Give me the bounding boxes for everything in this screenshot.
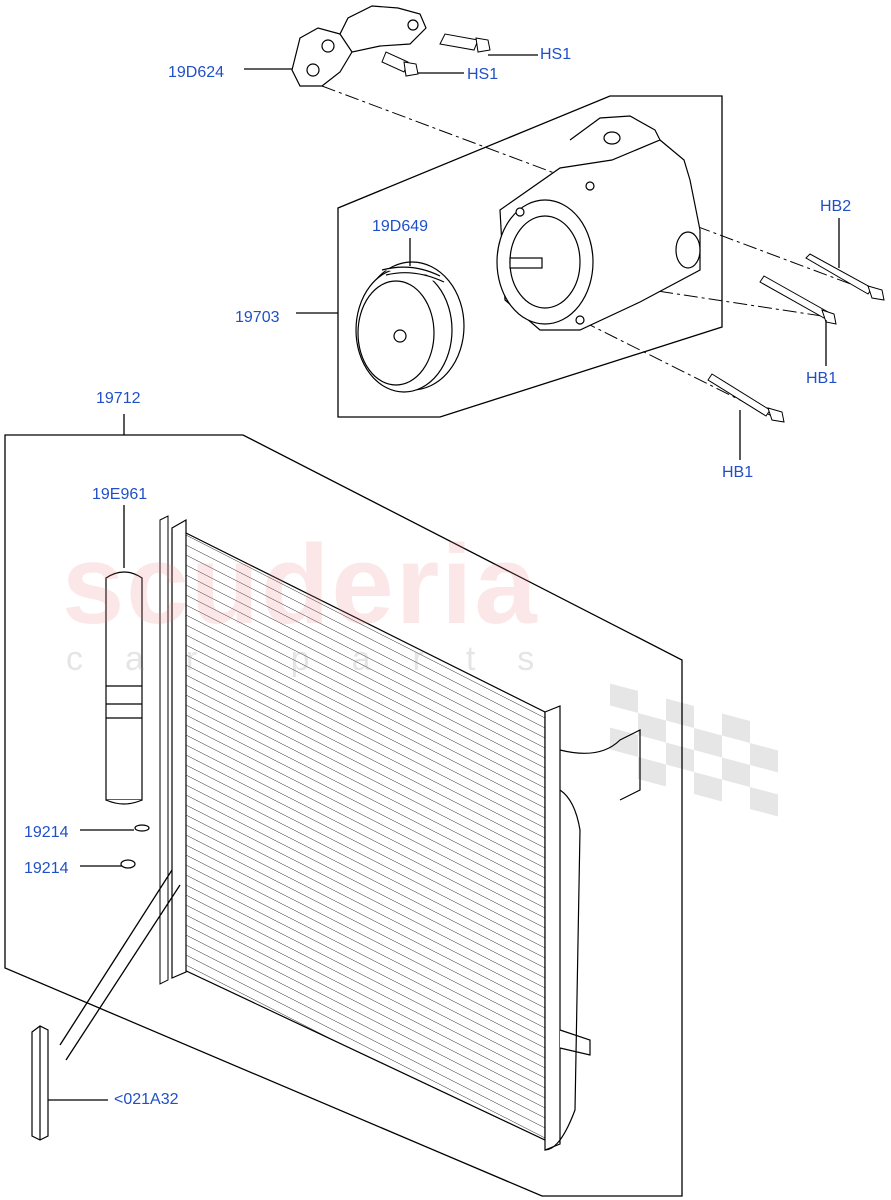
o-ring-lower[interactable] [120, 859, 136, 869]
callout-19214-lower[interactable]: 19214 [24, 860, 69, 877]
flag-watermark-icon [610, 683, 778, 817]
callout-19712[interactable]: 19712 [96, 390, 141, 407]
callout-hs1-lower[interactable]: HS1 [467, 66, 499, 83]
callout-hb2[interactable]: HB2 [820, 198, 852, 215]
callout-hb1-lower[interactable]: HB1 [722, 464, 754, 481]
screw-hs1-upper[interactable] [439, 33, 491, 53]
leader-lines [48, 54, 840, 1101]
brand-watermark: scuderia [62, 522, 539, 647]
bolt-hb1-upper[interactable] [759, 275, 837, 325]
seal-strip[interactable] [31, 1025, 49, 1141]
compressor-group-frame [337, 95, 723, 418]
compressor-pulley[interactable] [355, 261, 465, 393]
bolt-hb1-lower[interactable] [707, 373, 785, 423]
callout-hs1-upper[interactable]: HS1 [540, 46, 572, 63]
callout-19d624[interactable]: 19D624 [168, 64, 225, 81]
ac-compressor[interactable] [496, 115, 701, 331]
condenser[interactable] [159, 515, 641, 1151]
brand-sub-watermark: car parts [66, 640, 577, 678]
receiver-drier[interactable] [105, 571, 143, 805]
callout-19214-upper[interactable]: 19214 [24, 824, 69, 841]
callout-19703[interactable]: 19703 [235, 309, 280, 326]
compressor-bracket[interactable] [291, 5, 427, 87]
o-ring-upper[interactable] [134, 824, 150, 832]
screw-hs1-lower[interactable] [381, 51, 419, 77]
callout-021a32[interactable]: <021A32 [114, 1091, 179, 1108]
bolt-hb2[interactable] [805, 253, 885, 301]
condenser-group-frame [4, 434, 683, 1197]
callout-19e961[interactable]: 19E961 [92, 486, 148, 503]
callout-19d649[interactable]: 19D649 [372, 218, 429, 235]
callout-hb1-upper[interactable]: HB1 [806, 370, 838, 387]
